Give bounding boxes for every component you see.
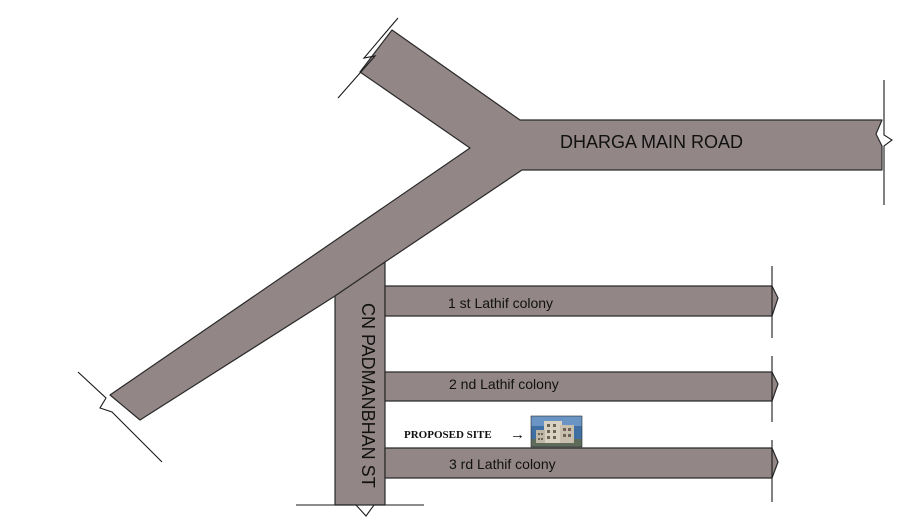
dharga-junction-road [109, 29, 883, 421]
dharga-main-road-label: DHARGA MAIN ROAD [560, 132, 743, 152]
building-icon [530, 415, 583, 448]
proposed-site-arrow: → [510, 427, 525, 443]
lathif-colony-3-road [384, 447, 779, 479]
lathif-colony-2-road [384, 371, 779, 402]
cn-padmanabhan-st-label: CN PADMANBHAN ST [358, 303, 378, 488]
lathif-colony-1-road [384, 285, 779, 317]
lathif-colony-2-label: 2 nd Lathif colony [449, 376, 559, 392]
lathif-colony-3-label: 3 rd Lathif colony [449, 456, 556, 472]
lathif-colony-1-label: 1 st Lathif colony [448, 295, 553, 311]
proposed-site-label: PROPOSED SITE [404, 429, 492, 441]
road-break-lines [77, 17, 893, 517]
